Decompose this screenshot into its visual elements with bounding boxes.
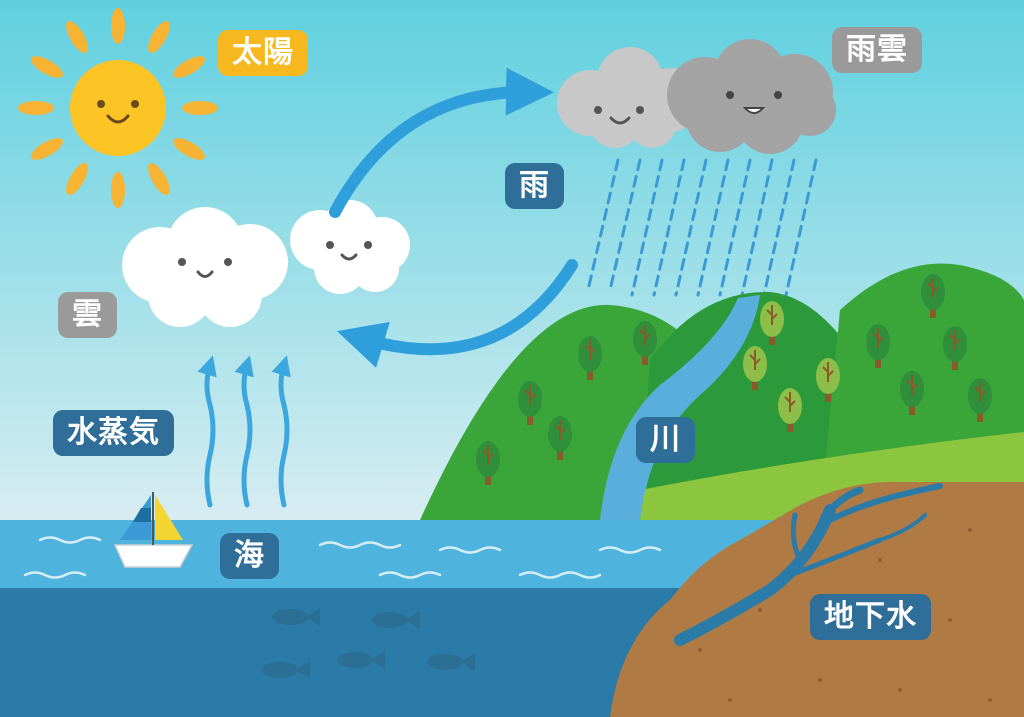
vapor-arrows [197,355,291,508]
water-vapor-label: 水蒸気 [53,410,174,456]
cloud-faces [178,241,372,278]
cloud-label: 雲 [58,292,117,338]
soil-speckles [698,528,992,702]
rain-cloud-label: 雨雲 [832,27,922,73]
river-label: 川 [636,417,695,463]
river [600,295,760,520]
cycle-arrows [329,67,578,368]
groundwater-label: 地下水 [810,594,931,640]
sailboat-icon [113,492,194,568]
sun-label: 太陽 [218,30,308,76]
rain-cloud-icon [557,39,836,154]
wave-lines [23,536,662,579]
sea-label: 海 [220,533,279,579]
rain-label: 雨 [505,163,564,209]
groundwater-streams [674,483,943,646]
rain-drops [586,158,818,297]
sun-icon [18,8,218,208]
